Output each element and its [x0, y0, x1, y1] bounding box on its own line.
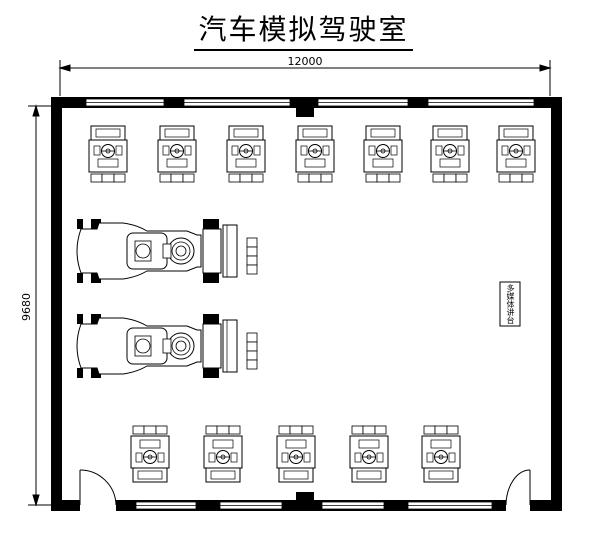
driving-simulator	[421, 425, 461, 483]
plan-title: 汽车模拟驾驶室	[0, 8, 607, 51]
driving-simulator	[363, 125, 403, 183]
large-simulators	[76, 218, 258, 379]
driving-simulator	[430, 125, 470, 183]
large-driving-simulator	[76, 313, 258, 379]
bottom-row-simulators	[130, 425, 461, 483]
door-left	[79, 469, 117, 506]
outer-walls	[51, 97, 562, 511]
door-right	[505, 469, 531, 506]
driving-simulator	[203, 425, 243, 483]
width-dimension-line	[58, 60, 552, 96]
height-dimension-line	[28, 104, 52, 507]
driving-simulator	[226, 125, 266, 183]
driving-simulator	[130, 425, 170, 483]
driving-simulator	[295, 125, 335, 183]
multimedia-podium-label: 多媒体讲台	[506, 284, 515, 324]
multimedia-podium	[499, 281, 521, 327]
top-windows	[85, 98, 535, 107]
plan-title-text: 汽车模拟驾驶室	[194, 8, 413, 51]
driving-simulator	[88, 125, 128, 183]
driving-simulator	[496, 125, 536, 183]
bottom-windows	[135, 501, 493, 510]
large-driving-simulator	[76, 218, 258, 284]
driving-simulator	[349, 425, 389, 483]
width-dimension-label: 12000	[287, 55, 323, 68]
driving-simulator	[276, 425, 316, 483]
driving-simulator	[157, 125, 197, 183]
top-row-simulators	[88, 125, 536, 183]
